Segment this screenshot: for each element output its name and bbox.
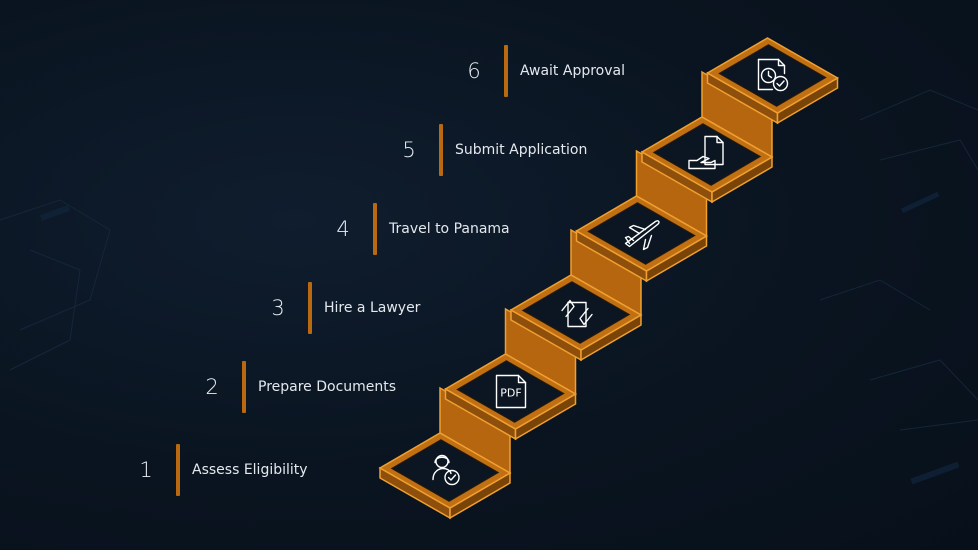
clock-document-check-icon (757, 58, 789, 92)
tread-panel (521, 281, 631, 344)
step-accent-bar (373, 203, 377, 255)
step-number: 4 (336, 217, 350, 241)
step-label-2: 2 Prepare Documents (200, 359, 396, 415)
tread-panel (718, 44, 827, 107)
step-number: 2 (205, 375, 219, 399)
pdf-file-icon: PDF (495, 374, 527, 409)
stair-step-1 (378, 386, 512, 520)
staircase: PDF (378, 37, 839, 520)
handshake-document-icon (561, 299, 593, 328)
tread-panel (456, 360, 565, 423)
stair-step-4 (575, 149, 708, 283)
step-title: Await Approval (520, 63, 625, 79)
svg-text:PDF: PDF (500, 387, 521, 400)
step-number: 6 (467, 59, 481, 83)
step-accent-bar (504, 45, 508, 97)
airplane-icon (624, 220, 660, 251)
step-title: Travel to Panama (389, 221, 510, 237)
step-accent-bar (242, 361, 246, 413)
tread-panel (390, 439, 500, 502)
step-accent-bar (176, 444, 180, 496)
step-label-4: 4 Travel to Panama (331, 201, 510, 257)
step-label-6: 6 Await Approval (462, 43, 625, 99)
step-number: 5 (402, 138, 416, 162)
step-accent-bar (439, 124, 443, 176)
stair-step-2: PDF (444, 307, 577, 441)
step-accent-bar (308, 282, 312, 334)
step-title: Assess Eligibility (192, 462, 308, 478)
step-label-5: 5 Submit Application (397, 122, 587, 178)
step-number: 3 (271, 296, 285, 320)
step-number: 1 (139, 458, 153, 482)
stair-step-5 (640, 70, 774, 204)
step-label-3: 3 Hire a Lawyer (266, 280, 420, 336)
tread-panel (652, 123, 762, 186)
user-check-icon (432, 454, 460, 486)
step-label-1: 1 Assess Eligibility (134, 442, 308, 498)
hand-document-icon (688, 135, 724, 170)
stair-step-6 (706, 37, 839, 125)
step-title: Hire a Lawyer (324, 300, 421, 316)
step-title: Prepare Documents (258, 379, 397, 395)
tread-panel (587, 202, 696, 265)
step-title: Submit Application (455, 142, 588, 158)
